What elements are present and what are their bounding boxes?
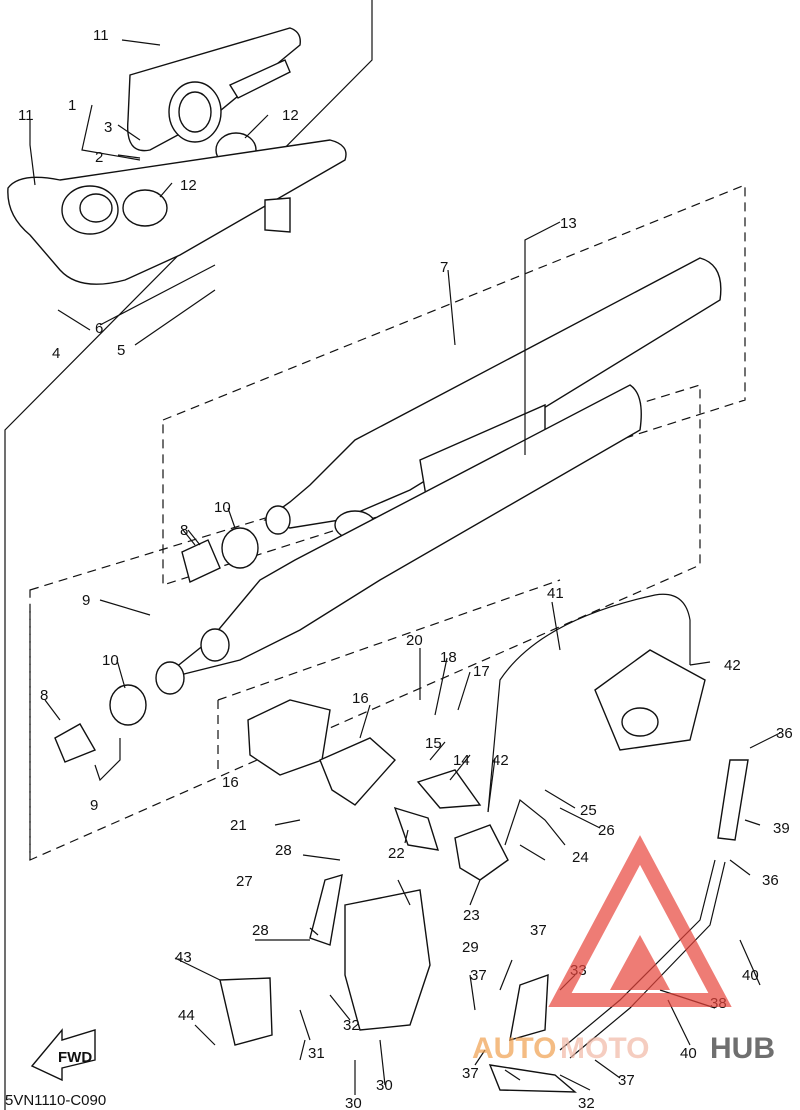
air-filter-case-41-area <box>594 649 706 751</box>
callout-17: 16 <box>352 690 369 707</box>
watermark-auto: AUTO <box>472 1032 556 1065</box>
callout-28-bottom: 28 <box>252 922 269 939</box>
callout-23: 23 <box>463 907 480 924</box>
reed-valve-16 <box>247 699 331 776</box>
callout-34: 32 <box>578 1095 595 1110</box>
clamp-10-upper <box>221 527 259 569</box>
callout-40-right: 40 <box>742 967 759 984</box>
fwd-arrow-icon: FWD <box>30 1028 96 1082</box>
callout-9-upper: 9 <box>82 592 90 609</box>
callout-7: 7 <box>440 259 448 276</box>
callout-43: 43 <box>175 949 192 966</box>
callout-8-lower: 8 <box>40 687 48 704</box>
callout-27: 27 <box>236 873 253 890</box>
callout-8-upper: 8 <box>180 522 188 539</box>
callout-4: 4 <box>52 345 60 362</box>
watermark-hub: HUB <box>710 1032 775 1065</box>
callout-36-bottom: 36 <box>762 872 779 889</box>
callout-21: 21 <box>230 817 247 834</box>
watermark-triangle-icon <box>548 835 732 1007</box>
watermark-inner-triangle-icon <box>610 935 670 990</box>
hose-34 <box>488 1064 577 1093</box>
callout-15: 15 <box>425 735 442 752</box>
hose-41 <box>487 593 691 813</box>
callout-39: 39 <box>773 820 790 837</box>
callout-6: 6 <box>95 320 103 337</box>
pipe-24 <box>504 798 566 846</box>
hose-27 <box>309 874 343 946</box>
hose-22 <box>393 806 440 851</box>
callout-26: 26 <box>598 822 615 839</box>
callout-33: 32 <box>343 1017 360 1034</box>
callout-36-top: 36 <box>776 725 793 742</box>
callout-41: 41 <box>547 585 564 602</box>
watermark-logo: AUTO MOTO HUB <box>472 835 775 1065</box>
callout-2: 2 <box>95 149 103 166</box>
cover-17 <box>319 737 396 806</box>
callout-11-left: 11 <box>18 107 34 124</box>
callout-9-lower: 9 <box>90 797 98 814</box>
pipe-38 <box>559 859 726 1059</box>
hose-39 <box>717 759 749 841</box>
callout-42-right: 42 <box>724 657 741 674</box>
callout-28-top: 28 <box>275 842 292 859</box>
gasket-8-lower <box>54 723 97 763</box>
callout-12-left: 12 <box>180 177 197 194</box>
callout-24: 24 <box>572 849 589 866</box>
callout-19: 18 <box>440 649 457 666</box>
valve-23 <box>454 824 509 881</box>
callout-30: 30 <box>345 1095 362 1110</box>
callout-14: 14 <box>453 752 470 769</box>
clamp-10-lower <box>109 684 147 726</box>
exhaust-pipe-1 <box>126 27 301 168</box>
gasket-8-upper <box>181 539 221 583</box>
callout-37-right: 37 <box>618 1072 635 1089</box>
exhaust-pipe-2 <box>7 139 347 285</box>
fwd-label: FWD <box>58 1049 92 1066</box>
callout-37-mid: 37 <box>470 967 487 984</box>
callout-1: 1 <box>68 97 76 114</box>
boundary-bottom-box <box>29 579 561 860</box>
callout-20: 20 <box>406 632 423 649</box>
callout-labels: 11 1 3 2 12 11 12 6 4 5 13 7 8 10 9 10 8… <box>18 27 793 1110</box>
callout-13: 13 <box>560 215 577 232</box>
callout-5: 5 <box>117 342 125 359</box>
hose-14 <box>416 769 482 809</box>
diagram-code: 5VN1110-C090 <box>5 1092 106 1109</box>
callout-37-bottom: 37 <box>462 1065 479 1082</box>
callout-25: 25 <box>580 802 597 819</box>
callout-42-mid: 42 <box>492 752 509 769</box>
callout-16: 16 <box>222 774 239 791</box>
boundary-muffler-box <box>162 184 746 586</box>
callout-40-bottom: 40 <box>680 1045 697 1062</box>
callout-29: 29 <box>462 939 479 956</box>
callout-44: 44 <box>178 1007 195 1024</box>
watermark-moto: MOTO <box>560 1032 649 1065</box>
callout-32: 31 <box>308 1045 325 1062</box>
hose-35 <box>509 973 549 1041</box>
callout-11-top: 11 <box>93 27 109 44</box>
callout-3: 3 <box>104 119 112 136</box>
callout-12-top: 12 <box>282 107 299 124</box>
callout-10-upper: 10 <box>214 499 231 516</box>
callout-31: 30 <box>376 1077 393 1094</box>
bracket-43 <box>219 977 273 1046</box>
callout-22: 22 <box>388 845 405 862</box>
callout-37-top: 37 <box>530 922 547 939</box>
bracket-29 <box>344 889 431 1031</box>
muffler-lower <box>155 384 642 695</box>
callout-18: 17 <box>473 663 490 680</box>
callout-10-lower: 10 <box>102 652 119 669</box>
